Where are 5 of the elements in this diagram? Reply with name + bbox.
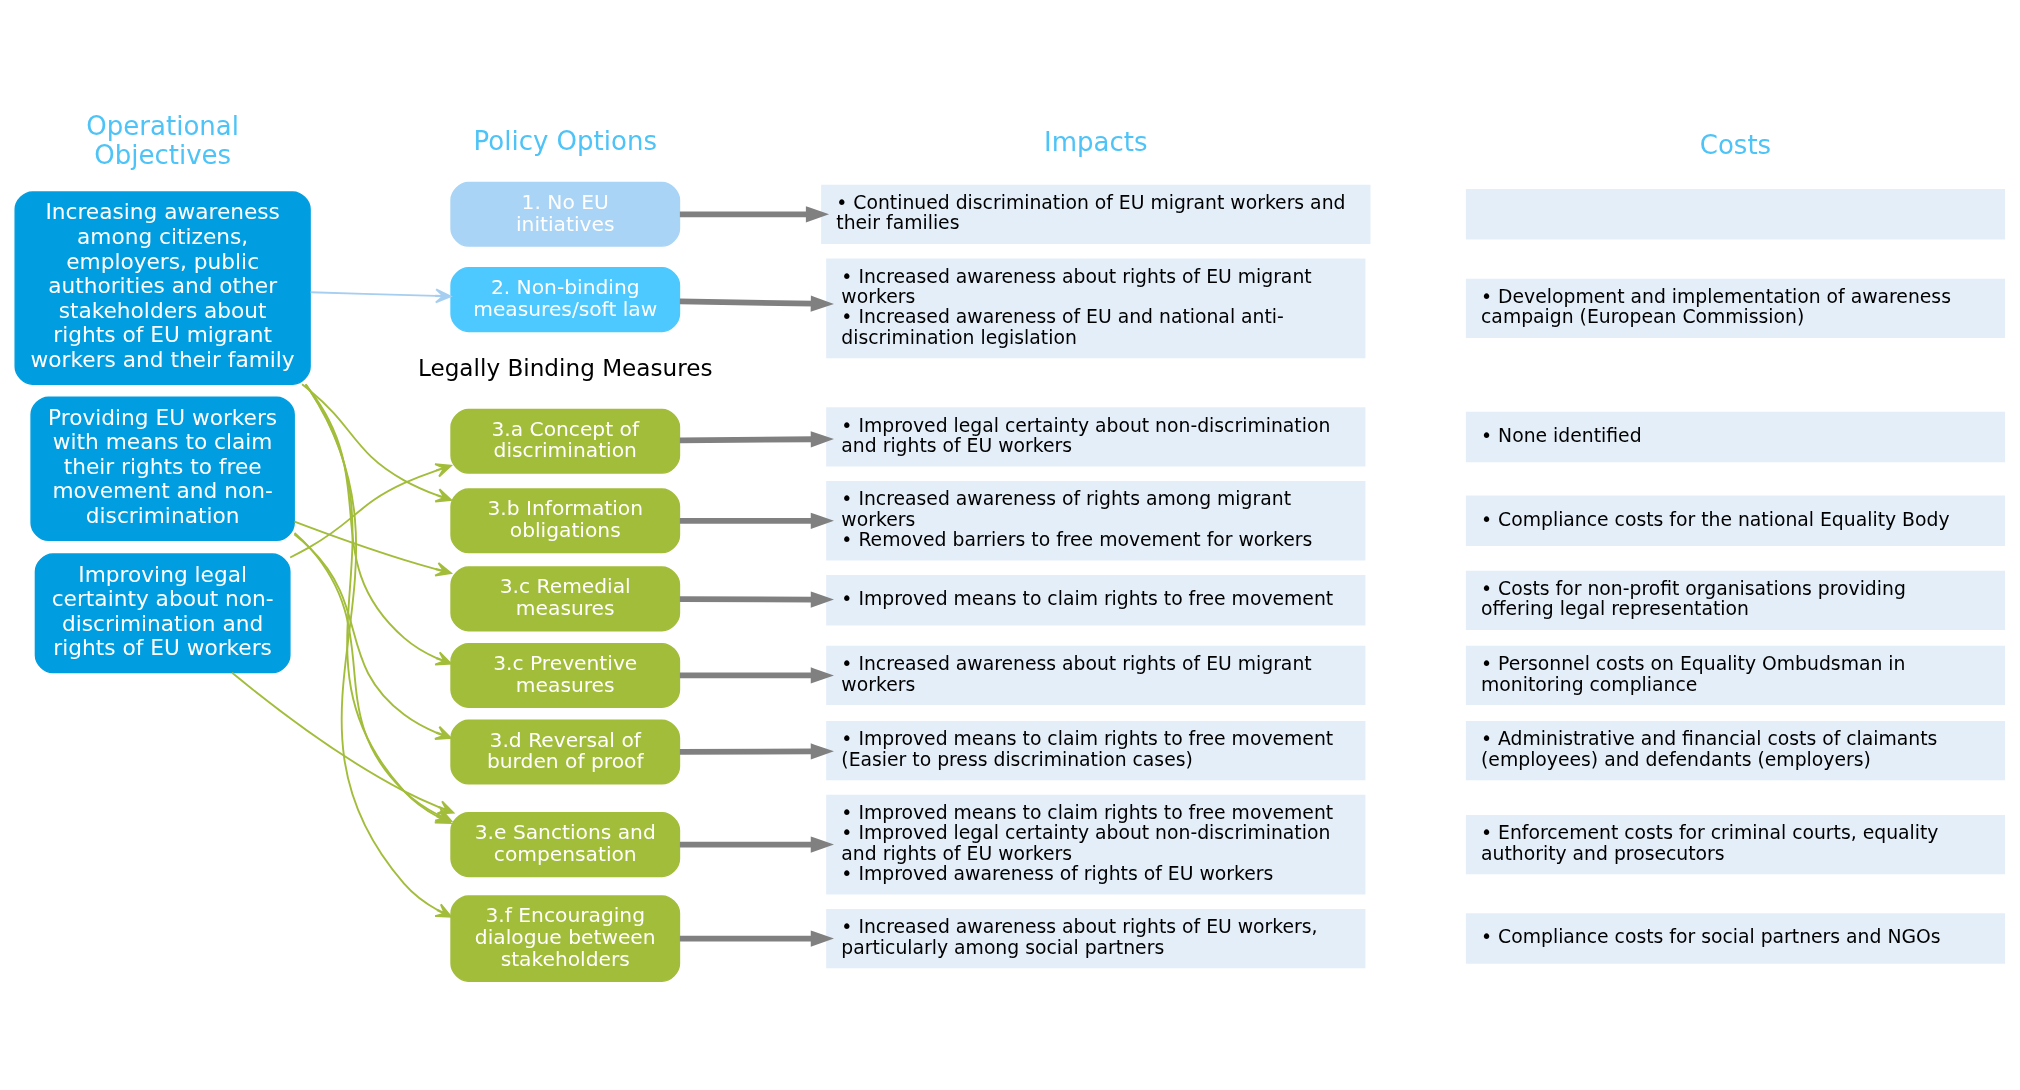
label: Operational Objectives xyxy=(85,111,239,171)
label: Costs xyxy=(1699,130,1771,161)
label: Impacts xyxy=(1043,127,1148,158)
label: Policy Options xyxy=(473,125,657,156)
label: Legally Binding Measures xyxy=(417,354,713,381)
